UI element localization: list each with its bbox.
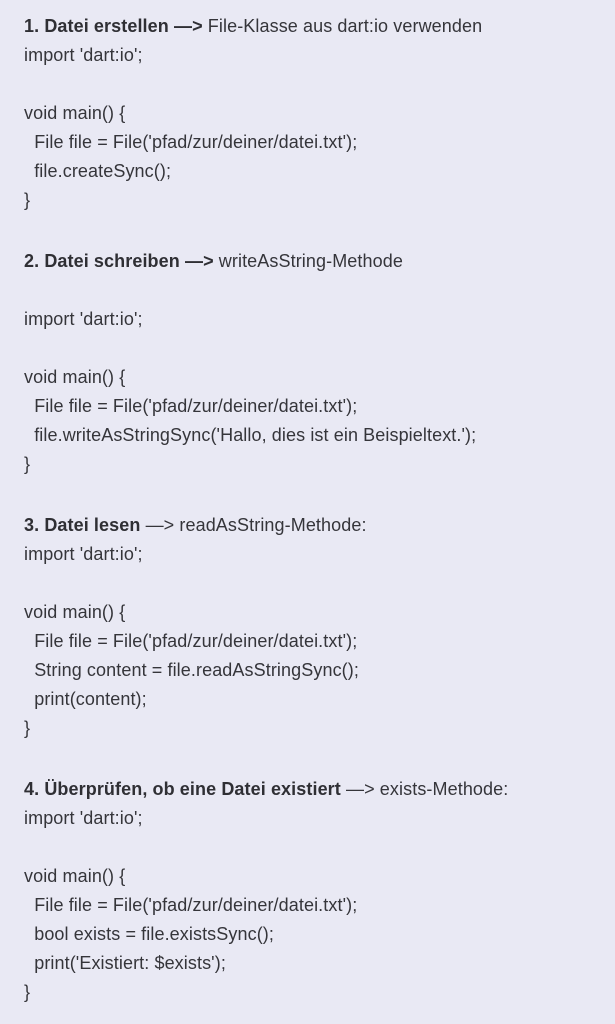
section-heading: 3. Datei lesen —> readAsString-Methode:	[24, 511, 591, 540]
code-line: }	[24, 190, 31, 210]
heading-bold-text: 1. Datei erstellen —>	[24, 16, 203, 36]
section-heading: 4. Überprüfen, ob eine Datei existiert —…	[24, 775, 591, 804]
heading-bold-text: 4. Überprüfen, ob eine Datei existiert	[24, 779, 341, 799]
code-line: void main() {	[24, 866, 126, 886]
code-line: file.createSync();	[24, 161, 172, 181]
blank-line	[24, 276, 591, 305]
blank-line	[24, 833, 591, 862]
code-line: }	[24, 454, 31, 474]
section-datei-schreiben: 2. Datei schreiben —> writeAsString-Meth…	[24, 247, 591, 479]
code-line: File file = File('pfad/zur/deiner/datei.…	[24, 895, 358, 915]
blank-line	[24, 569, 591, 598]
section-heading: 1. Datei erstellen —> File-Klasse aus da…	[24, 12, 591, 41]
code-line: File file = File('pfad/zur/deiner/datei.…	[24, 132, 358, 152]
code-line: }	[24, 718, 31, 738]
code-line: print(content);	[24, 689, 147, 709]
section-heading: 2. Datei schreiben —> writeAsString-Meth…	[24, 247, 591, 276]
code-line: void main() {	[24, 103, 126, 123]
heading-regular-text: writeAsString-Methode	[213, 251, 403, 271]
code-line: }	[24, 982, 31, 1002]
code-line: void main() {	[24, 602, 126, 622]
code-line: void main() {	[24, 367, 126, 387]
heading-regular-text: —> exists-Methode:	[340, 779, 509, 799]
blank-line	[24, 334, 591, 363]
code-line: import 'dart:io';	[24, 45, 143, 65]
code-line: File file = File('pfad/zur/deiner/datei.…	[24, 396, 358, 416]
blank-line	[24, 70, 591, 99]
section-datei-existiert: 4. Überprüfen, ob eine Datei existiert —…	[24, 775, 591, 1007]
code-line: print('Existiert: $exists');	[24, 953, 226, 973]
heading-regular-text: —> readAsString-Methode:	[140, 515, 367, 535]
heading-regular-text: File-Klasse aus dart:io verwenden	[202, 16, 483, 36]
code-line: import 'dart:io';	[24, 544, 143, 564]
heading-bold-text: 2. Datei schreiben —>	[24, 251, 214, 271]
code-line: import 'dart:io';	[24, 808, 143, 828]
code-line: bool exists = file.existsSync();	[24, 924, 274, 944]
code-line: import 'dart:io';	[24, 309, 143, 329]
section-datei-lesen: 3. Datei lesen —> readAsString-Methode: …	[24, 511, 591, 743]
code-line: String content = file.readAsStringSync()…	[24, 660, 359, 680]
code-line: File file = File('pfad/zur/deiner/datei.…	[24, 631, 358, 651]
code-line: file.writeAsStringSync('Hallo, dies ist …	[24, 425, 477, 445]
heading-bold-text: 3. Datei lesen	[24, 515, 141, 535]
section-datei-erstellen: 1. Datei erstellen —> File-Klasse aus da…	[24, 12, 591, 215]
